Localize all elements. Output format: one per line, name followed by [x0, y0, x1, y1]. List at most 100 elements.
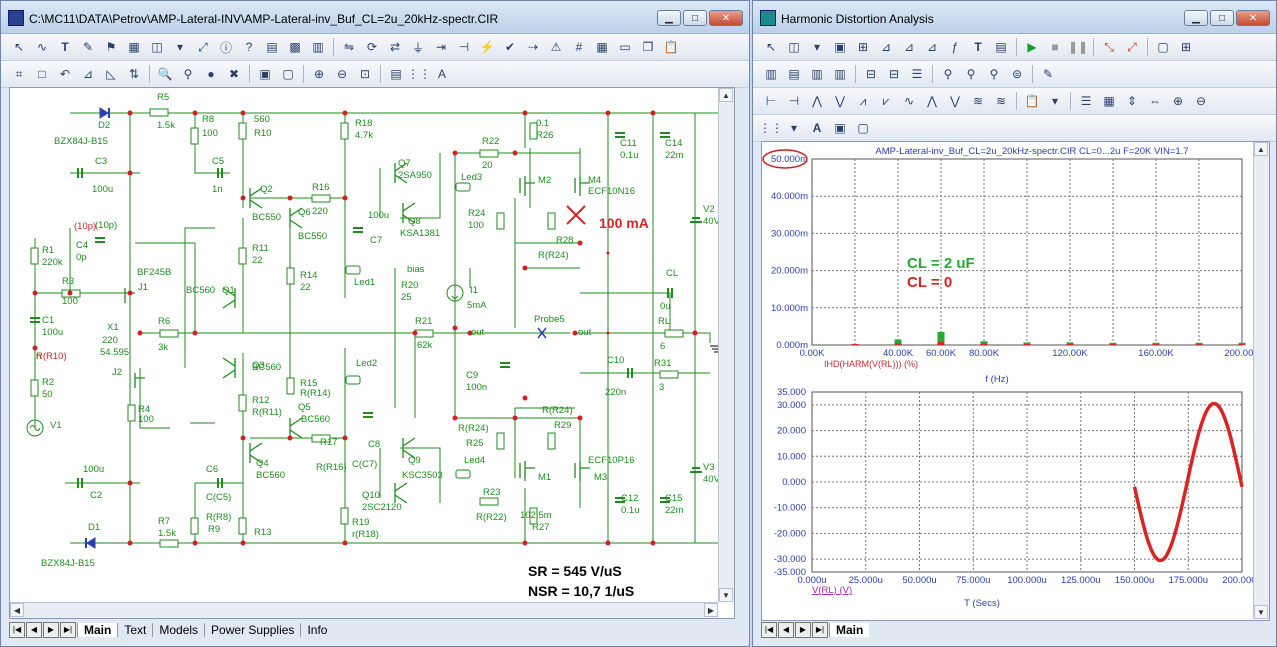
paste-icon[interactable]: 📋: [663, 40, 679, 54]
schematic-titlebar[interactable]: C:\MC11\DATA\Petrov\AMP-Lateral-INV\AMP-…: [1, 1, 749, 34]
tab-info[interactable]: Info: [300, 623, 333, 637]
analysis-titlebar[interactable]: Harmonic Distortion Analysis ▁ □ ✕: [753, 1, 1276, 34]
cursor-left-icon[interactable]: ⊢: [765, 94, 777, 108]
pin-icon[interactable]: ⤢: [198, 39, 208, 54]
component-icon[interactable]: ◫: [151, 40, 163, 54]
box-zoom-icon[interactable]: ▣: [834, 40, 846, 54]
print-icon[interactable]: ▤: [390, 67, 402, 81]
cursor-right-icon[interactable]: ⊣: [788, 94, 800, 108]
analysis-scroll-down-arrow[interactable]: ▼: [1254, 605, 1268, 619]
group-icon[interactable]: ▣: [259, 67, 271, 81]
inflection-icon[interactable]: ∿: [903, 94, 915, 108]
grid-view-dropdown-icon[interactable]: ▾: [790, 121, 798, 135]
capacitor-icon[interactable]: ⊣: [458, 40, 470, 54]
calendar-icon[interactable]: ▦: [1103, 94, 1115, 108]
node-numbers-icon[interactable]: ▩: [289, 40, 301, 54]
box-icon[interactable]: □: [38, 67, 46, 81]
page-icon[interactable]: ▭: [619, 40, 631, 54]
pause-icon[interactable]: ❚❚: [1067, 40, 1089, 54]
tab-text[interactable]: Text: [117, 623, 152, 637]
hash-icon[interactable]: #: [575, 40, 583, 54]
tab-main[interactable]: Main: [77, 623, 118, 637]
stack-icon[interactable]: ☰: [911, 67, 923, 81]
high-icon[interactable]: ⩘: [859, 93, 867, 108]
valley-icon[interactable]: ⋁: [835, 94, 845, 108]
panel-1-icon[interactable]: ▥: [765, 67, 777, 81]
scroll-right-arrow[interactable]: ▶: [704, 603, 718, 617]
scroll-up-arrow[interactable]: ▲: [719, 88, 733, 102]
run-icon[interactable]: ▶: [1027, 40, 1037, 54]
edit-icon[interactable]: ✎: [1042, 67, 1054, 81]
zoom-in-icon[interactable]: ⊕: [1172, 94, 1184, 108]
grid-view-icon[interactable]: ⋮⋮: [407, 67, 431, 81]
info-icon[interactable]: ▦: [128, 40, 140, 54]
zoom-fit-icon[interactable]: ⊡: [359, 67, 371, 81]
font-icon[interactable]: A: [437, 67, 446, 81]
scale-icon[interactable]: ⊞: [857, 40, 869, 54]
formula-icon[interactable]: ƒ: [951, 40, 959, 54]
bottom-icon[interactable]: ≋: [995, 94, 1007, 108]
flip-icon[interactable]: ⇋: [343, 40, 355, 54]
zoom-out-icon[interactable]: ⊖: [1195, 94, 1207, 108]
analysis-tab-main[interactable]: Main: [829, 623, 870, 637]
panel-2-icon[interactable]: ▤: [788, 67, 800, 81]
probe-4-icon[interactable]: ⊜: [1011, 67, 1023, 81]
text-icon[interactable]: T: [974, 40, 982, 54]
flag-icon[interactable]: ⚑: [105, 40, 117, 54]
global-low-icon[interactable]: ⋁: [950, 94, 960, 108]
stop-icon[interactable]: ●: [207, 67, 215, 81]
tab-last-button[interactable]: ▶|: [60, 622, 76, 638]
mirror-icon[interactable]: ⇄: [389, 40, 401, 54]
ungroup-icon[interactable]: ▢: [857, 121, 869, 135]
split-icon[interactable]: ⊟: [865, 67, 877, 81]
analysis-close-button[interactable]: ✕: [1236, 10, 1270, 26]
analysis-tab-next-button[interactable]: ▶: [795, 622, 811, 638]
panel-3-icon[interactable]: ▥: [811, 67, 823, 81]
schematic-hscroll[interactable]: ◀ ▶: [10, 602, 718, 618]
top-icon[interactable]: ≋: [972, 94, 984, 108]
tab-prev-button[interactable]: ◀: [26, 622, 42, 638]
select-mode-icon[interactable]: ↖: [13, 40, 25, 54]
tab-first-button[interactable]: |◀: [9, 622, 25, 638]
stop-icon[interactable]: ■: [1051, 40, 1059, 54]
group-icon[interactable]: ▣: [834, 121, 846, 135]
select-mode-icon[interactable]: ↖: [765, 40, 777, 54]
grid-view-icon[interactable]: ⋮⋮: [759, 121, 783, 135]
clipboard-dropdown-icon[interactable]: ▾: [1051, 94, 1059, 108]
analysis-tab-prev-button[interactable]: ◀: [778, 622, 794, 638]
grid-icon[interactable]: ⊞: [1180, 40, 1192, 54]
probe-3-icon[interactable]: ⚲: [989, 67, 999, 81]
analysis-plot-area[interactable]: AMP-Lateral-inv_Buf_CL=2u_20kHz-spectr.C…: [761, 141, 1270, 621]
panel-4-icon[interactable]: ▥: [834, 67, 846, 81]
analysis-vscroll[interactable]: ▲ ▼: [1253, 142, 1269, 619]
resistor-icon[interactable]: ⇥: [435, 40, 447, 54]
scroll-down-arrow[interactable]: ▼: [719, 588, 733, 602]
add-curve-icon[interactable]: ⤡: [1104, 39, 1114, 54]
low-icon[interactable]: ⩗: [882, 93, 890, 108]
dropdown-icon[interactable]: ▾: [176, 40, 184, 54]
tab-models[interactable]: Models: [152, 623, 204, 637]
analysis-maximize-button[interactable]: □: [1210, 10, 1234, 26]
clipboard-icon[interactable]: 📋: [1024, 94, 1040, 108]
info-circle-icon[interactable]: ⓘ: [219, 40, 232, 55]
tab-power-supplies[interactable]: Power Supplies: [204, 623, 300, 637]
check-icon[interactable]: ✔: [504, 40, 516, 54]
dropdown-icon[interactable]: ▾: [813, 40, 821, 54]
probe-icon[interactable]: ⚲: [183, 67, 193, 81]
frame-icon[interactable]: ▢: [1157, 40, 1169, 54]
wire-mode-icon[interactable]: ∿: [36, 40, 48, 54]
tag-point-icon[interactable]: ⊿: [903, 40, 915, 54]
zoom-out-icon[interactable]: ⊖: [336, 67, 348, 81]
scroll-left-arrow[interactable]: ◀: [10, 603, 24, 617]
copy-icon[interactable]: ❐: [642, 40, 654, 54]
properties-icon[interactable]: ▥: [312, 40, 324, 54]
flip-horiz-icon[interactable]: ◺: [106, 67, 116, 81]
lightning-icon[interactable]: ⚡: [479, 40, 495, 54]
tag-icon[interactable]: ⊿: [880, 40, 892, 54]
tab-next-button[interactable]: ▶: [43, 622, 59, 638]
draw-line-icon[interactable]: ✎: [82, 40, 94, 54]
component-icon[interactable]: ◫: [788, 40, 800, 54]
grid-icon[interactable]: ▤: [266, 40, 278, 54]
font-icon[interactable]: A: [812, 121, 822, 135]
